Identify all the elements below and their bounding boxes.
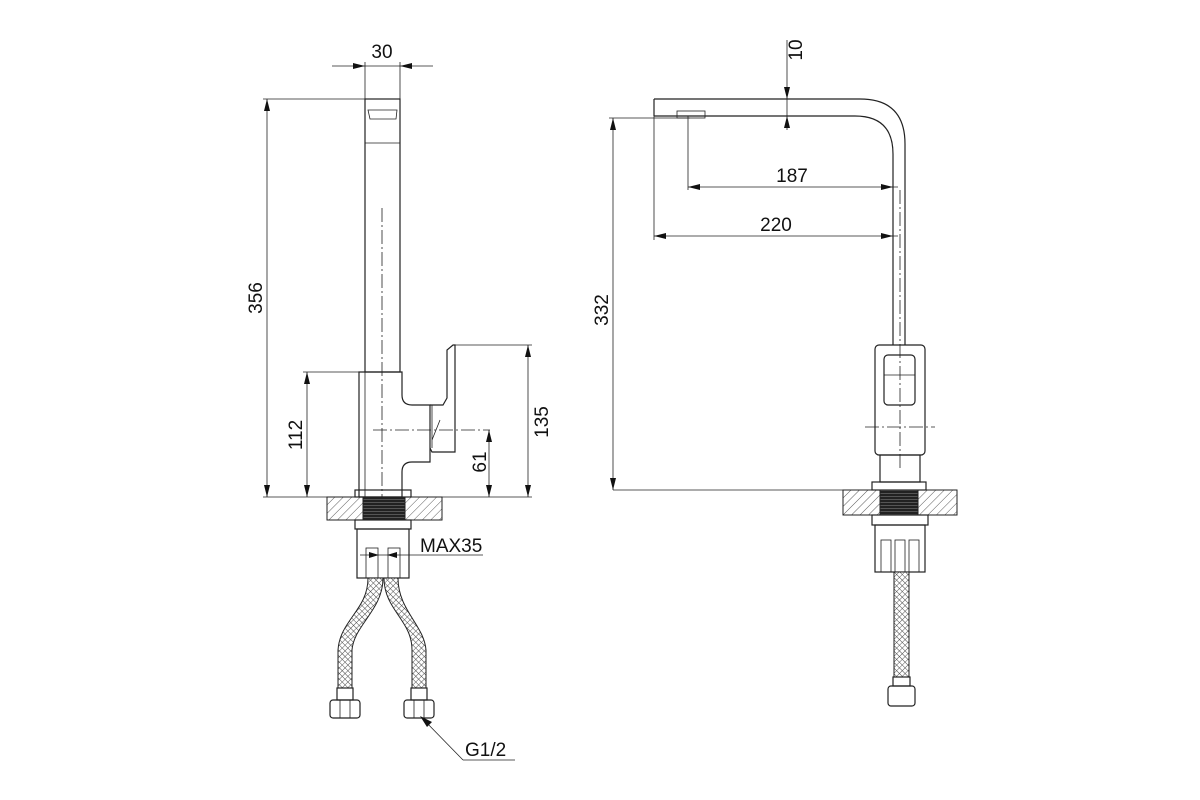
dimension-spout-thickness: 10 [784, 39, 807, 130]
dim-187-label: 187 [776, 166, 808, 187]
countertop-section-front [326, 496, 443, 521]
countertop-section-side [842, 489, 958, 516]
hose-nut-side [887, 685, 916, 707]
dim-135-label: 135 [532, 406, 553, 438]
dim-g12-label: G1/2 [465, 740, 506, 761]
dimension-handle-axis: 61 [470, 430, 492, 497]
dimension-spout-reach: 220 [653, 116, 898, 240]
dimension-aerator-reach: 187 [687, 116, 898, 190]
mounting-nut-front [354, 519, 412, 579]
dim-10-label: 10 [786, 39, 807, 60]
dimension-spout-width: 30 [332, 42, 433, 99]
dimension-handle-height: 135 [455, 344, 553, 497]
callout-thread: G1/2 [420, 716, 515, 761]
supply-hoses-front [329, 577, 435, 719]
hose-nut-right [403, 699, 435, 719]
dim-356-label: 356 [246, 282, 267, 314]
dim-332-label: 332 [592, 294, 613, 326]
faucet-side-outline [653, 98, 935, 491]
dimension-max-countertop: MAX35 [360, 536, 483, 558]
dimension-aerator-height: 332 [592, 117, 872, 491]
side-view: 10 187 220 332 [592, 39, 958, 707]
hose-nut-left [329, 699, 361, 719]
dim-220-label: 220 [760, 215, 792, 236]
dimension-total-height: 356 [246, 98, 365, 497]
mounting-nut-side [871, 514, 929, 573]
dimension-body-height: 112 [286, 371, 359, 497]
dim-112-label: 112 [286, 420, 307, 450]
faucet-front-outline [354, 98, 490, 510]
supply-hose-side [887, 571, 916, 707]
front-view: 30 356 112 135 61 MAX35 G1/2 [246, 42, 553, 761]
dim-61-label: 61 [470, 451, 491, 472]
dim-max35-label: MAX35 [420, 536, 482, 557]
dim-30-label: 30 [371, 42, 392, 63]
